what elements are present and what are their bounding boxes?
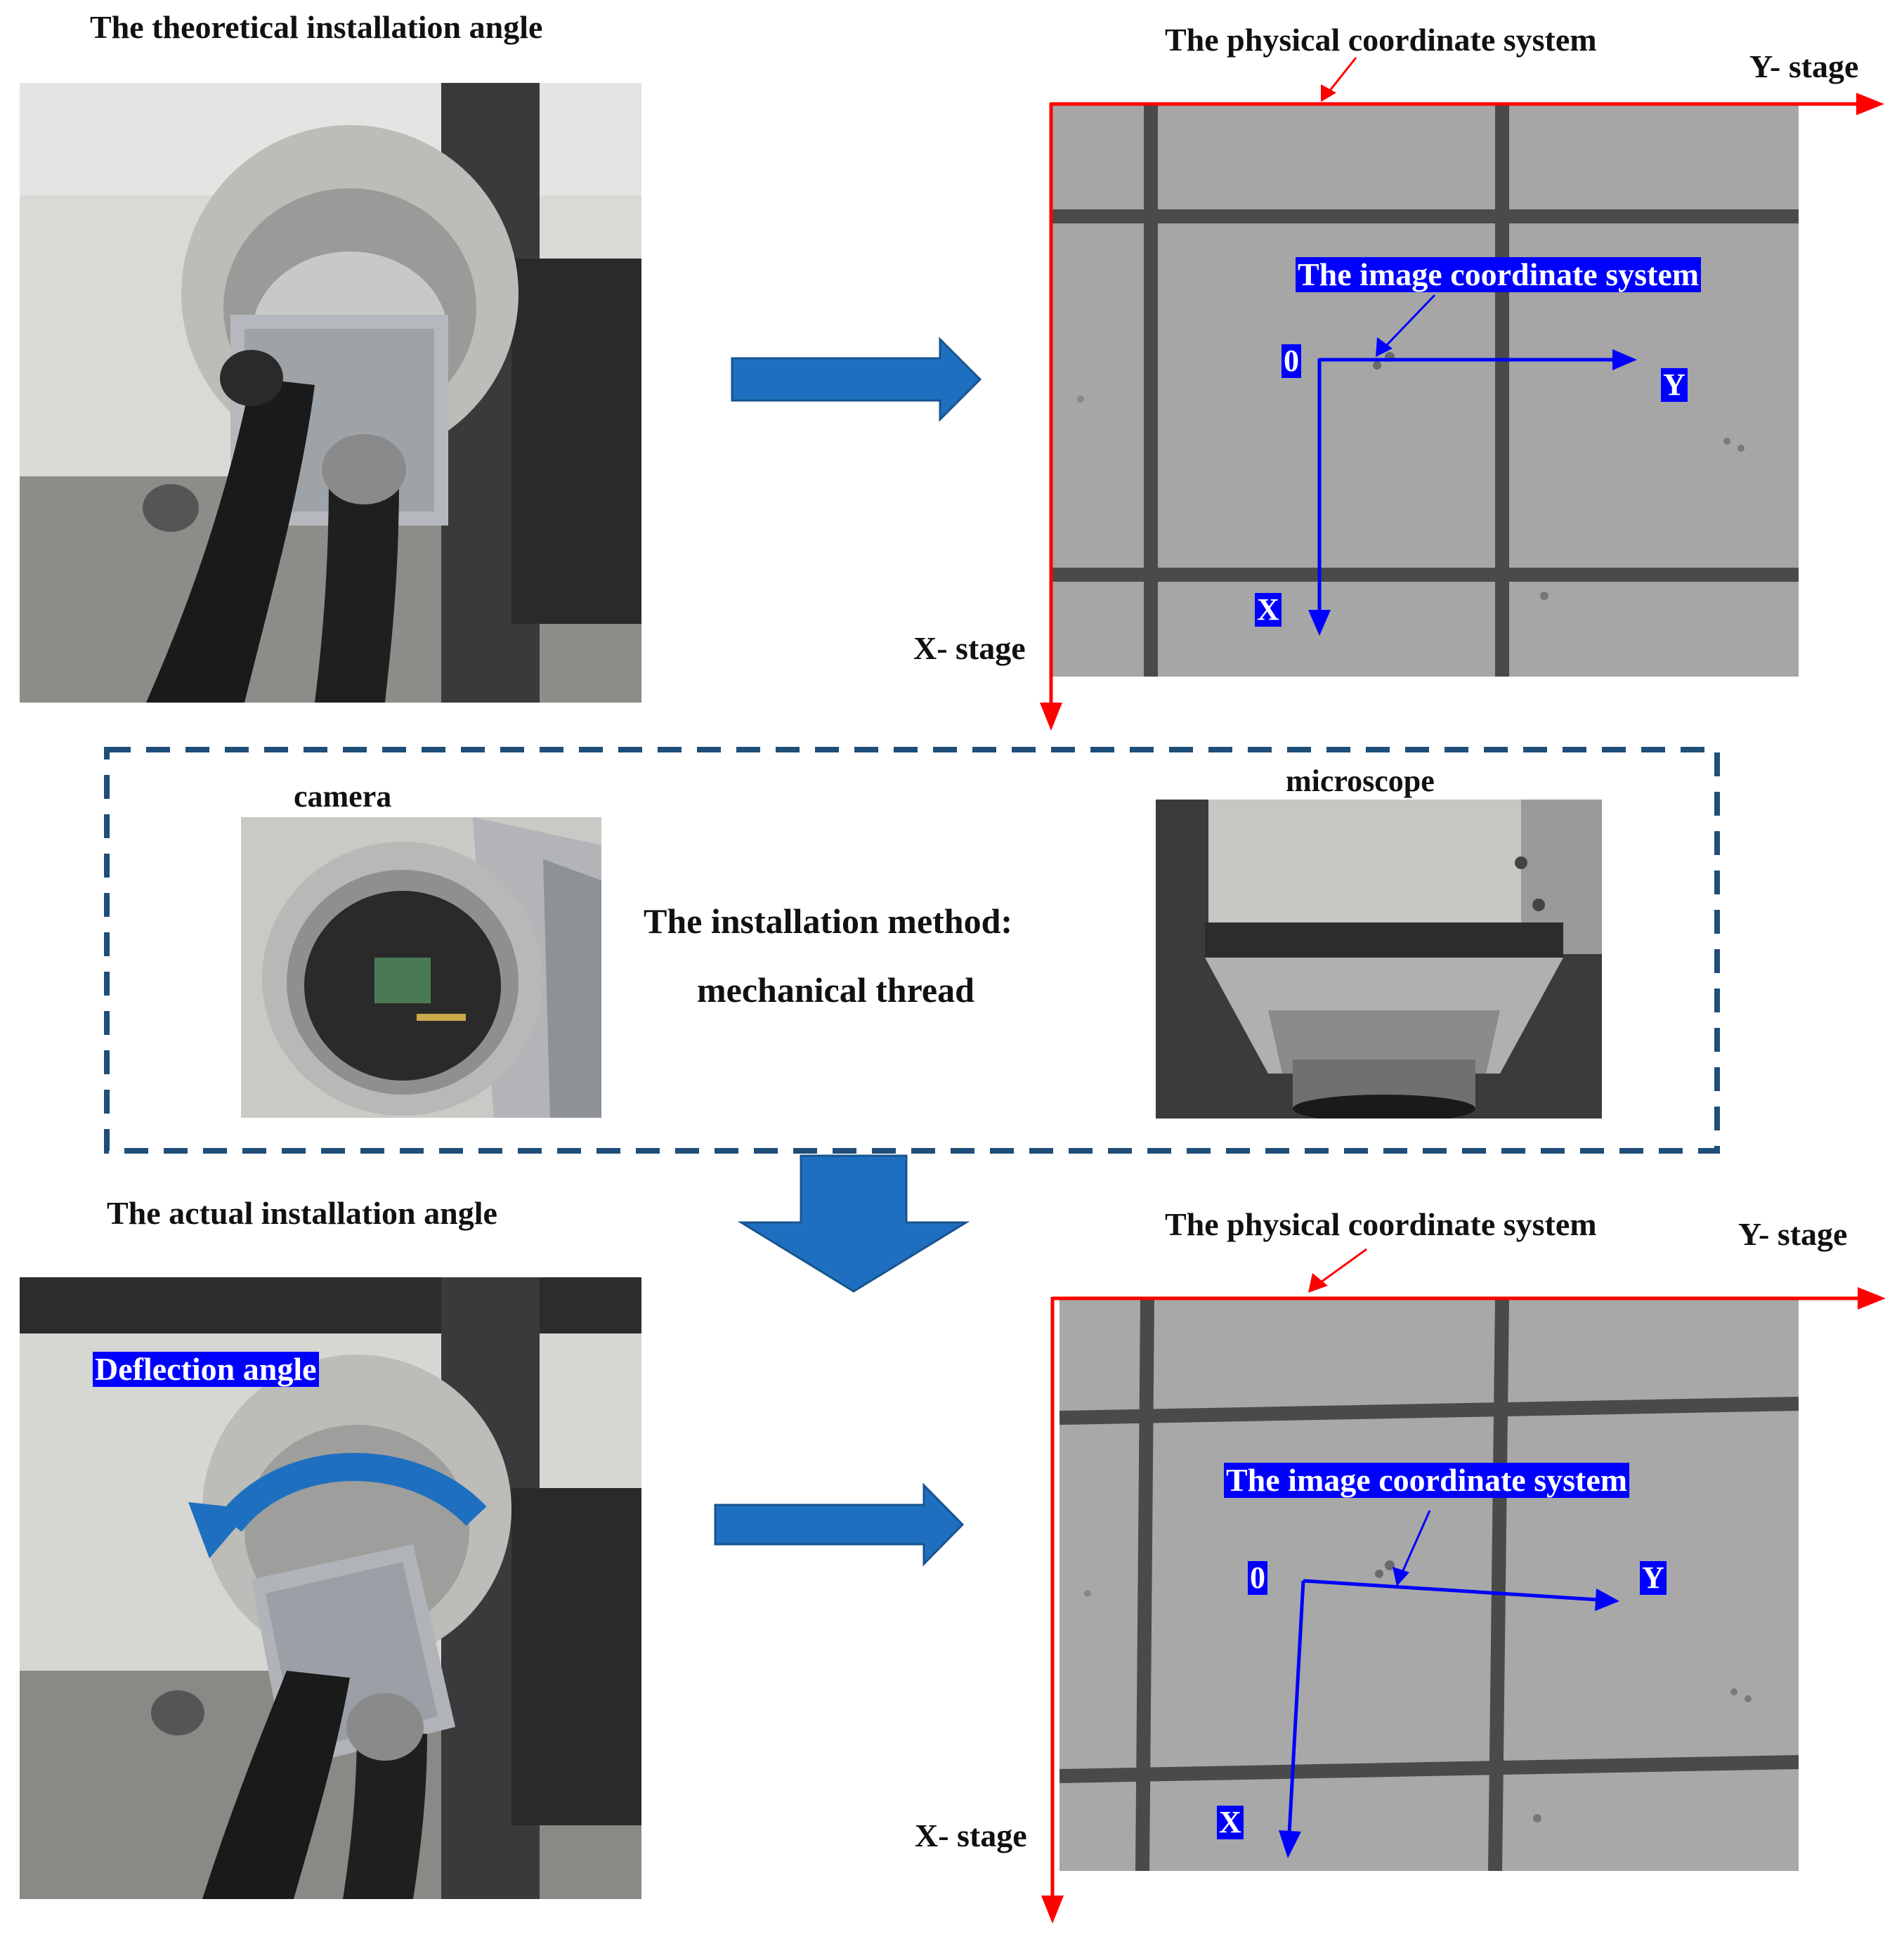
y-stage-label-bottom: Y- stage [1738,1216,1848,1252]
image-y-label-bottom: Y [1640,1561,1667,1595]
origin-label-bottom: 0 [1248,1561,1267,1595]
image-x-label-bottom: X [1217,1806,1244,1839]
microscope-image-top [1052,104,1799,677]
image-coord-label-top: The image coordinate system [1296,257,1702,292]
microscope-thread-photo [1156,800,1602,1118]
x-stage-label-bottom: X- stage [915,1818,1027,1853]
camera-label: camera [294,779,392,814]
method-line1: The installation method: [644,901,1013,941]
deflection-angle-label: Deflection angle [93,1352,319,1387]
image-y-label-top: Y [1661,368,1688,402]
image-x-label-top: X [1255,593,1282,627]
x-stage-label-top: X- stage [913,630,1026,666]
microscope-image-bottom [1059,1298,1799,1871]
physical-coord-label-top: The physical coordinate system [1165,22,1597,58]
theoretical-angle-label: The theoretical installation angle [90,9,543,45]
physical-coord-label-bottom: The physical coordinate system [1165,1206,1597,1242]
theoretical-camera-photo [20,83,641,703]
image-coord-label-bottom: The image coordinate system [1224,1463,1630,1498]
actual-camera-photo [20,1277,641,1899]
y-stage-label-top: Y- stage [1749,48,1859,84]
microscope-label: microscope [1286,764,1435,798]
camera-thread-photo [241,817,601,1118]
method-line2: mechanical thread [697,970,974,1010]
actual-angle-label: The actual installation angle [107,1195,497,1231]
origin-label-top: 0 [1282,344,1301,378]
